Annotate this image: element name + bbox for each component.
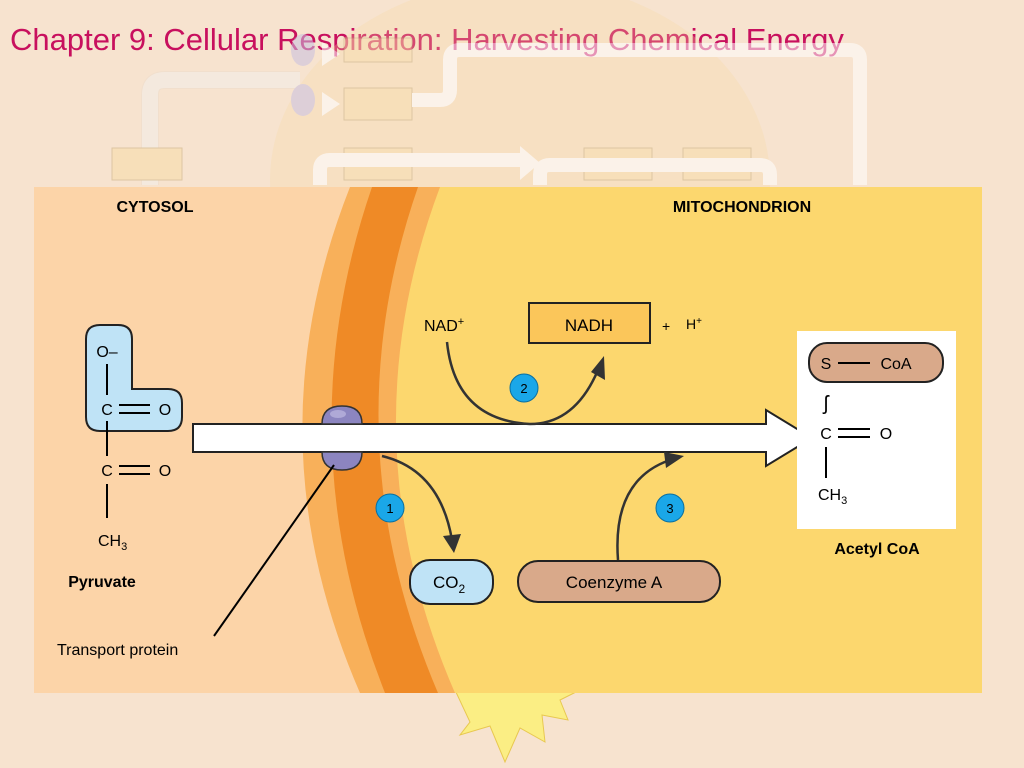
pyruvate-ch3: CH3 bbox=[98, 533, 127, 553]
step1-arrowhead bbox=[443, 534, 461, 553]
pyruvate-c1: C bbox=[101, 402, 113, 419]
acetyl-coa-s: S bbox=[821, 356, 832, 373]
step2-number: 2 bbox=[520, 381, 527, 396]
acetyl-coa-c: C bbox=[820, 426, 832, 443]
pyruvate-o2: O bbox=[159, 463, 171, 480]
step2-badge bbox=[509, 373, 539, 403]
step3-badge bbox=[655, 493, 685, 523]
nadh-box bbox=[528, 302, 651, 344]
pyruvate-molecule: O– C O C O CH3 bbox=[85, 324, 183, 553]
starburst-shape bbox=[454, 689, 581, 764]
transport-protein-leader-line bbox=[213, 464, 335, 637]
coenzyme-a-label: Coenzyme A bbox=[566, 573, 663, 592]
acetyl-coa-coa-box bbox=[808, 342, 944, 383]
acetyl-coa-o: O bbox=[880, 426, 892, 443]
pyruvate-o-minus: O– bbox=[96, 344, 117, 361]
pyruvate-o1: O bbox=[159, 402, 171, 419]
step3-arrow bbox=[616, 458, 671, 561]
transport-protein-label: Transport protein bbox=[57, 642, 178, 659]
bg-oval-2 bbox=[291, 34, 315, 66]
acetyl-coa-label: Acetyl CoA bbox=[834, 541, 920, 558]
acetyl-coa-ch3: CH3 bbox=[818, 487, 847, 507]
inner-membrane bbox=[331, 187, 440, 693]
plus-sign: + bbox=[662, 318, 670, 334]
step2-arrowhead bbox=[591, 356, 605, 380]
pyruvate-label: Pyruvate bbox=[68, 574, 136, 591]
bg-oval-1 bbox=[291, 84, 315, 116]
co2-label: CO2 bbox=[433, 573, 466, 596]
bg-box-3 bbox=[343, 87, 413, 121]
step3-arrowhead bbox=[664, 452, 684, 468]
step2-arrow bbox=[445, 341, 600, 426]
acetyl-coa-coa: CoA bbox=[880, 356, 911, 373]
pyruvate-highlight-box bbox=[85, 324, 183, 432]
nad-plus-label: NAD+ bbox=[424, 316, 464, 335]
transport-protein-icon bbox=[321, 405, 363, 471]
nadh-label: NADH bbox=[565, 316, 613, 335]
bg-box-2 bbox=[343, 37, 413, 63]
acetyl-coa-squiggle: ʃ bbox=[822, 393, 830, 415]
step1-badge bbox=[375, 493, 405, 523]
intermembrane-band bbox=[378, 187, 455, 693]
step3-number: 3 bbox=[666, 501, 673, 516]
h-plus-label: H+ bbox=[686, 316, 702, 332]
coenzyme-a-box bbox=[517, 560, 721, 603]
step1-number: 1 bbox=[386, 501, 393, 516]
mitochondrion-label: MITOCHONDRION bbox=[673, 199, 811, 216]
step1-arrow bbox=[381, 454, 454, 541]
cytosol-label: CYTOSOL bbox=[116, 199, 193, 216]
bg-box-1 bbox=[111, 147, 183, 181]
pyruvate-c2: C bbox=[101, 463, 113, 480]
outer-membrane bbox=[302, 187, 395, 693]
co2-box bbox=[409, 559, 494, 605]
